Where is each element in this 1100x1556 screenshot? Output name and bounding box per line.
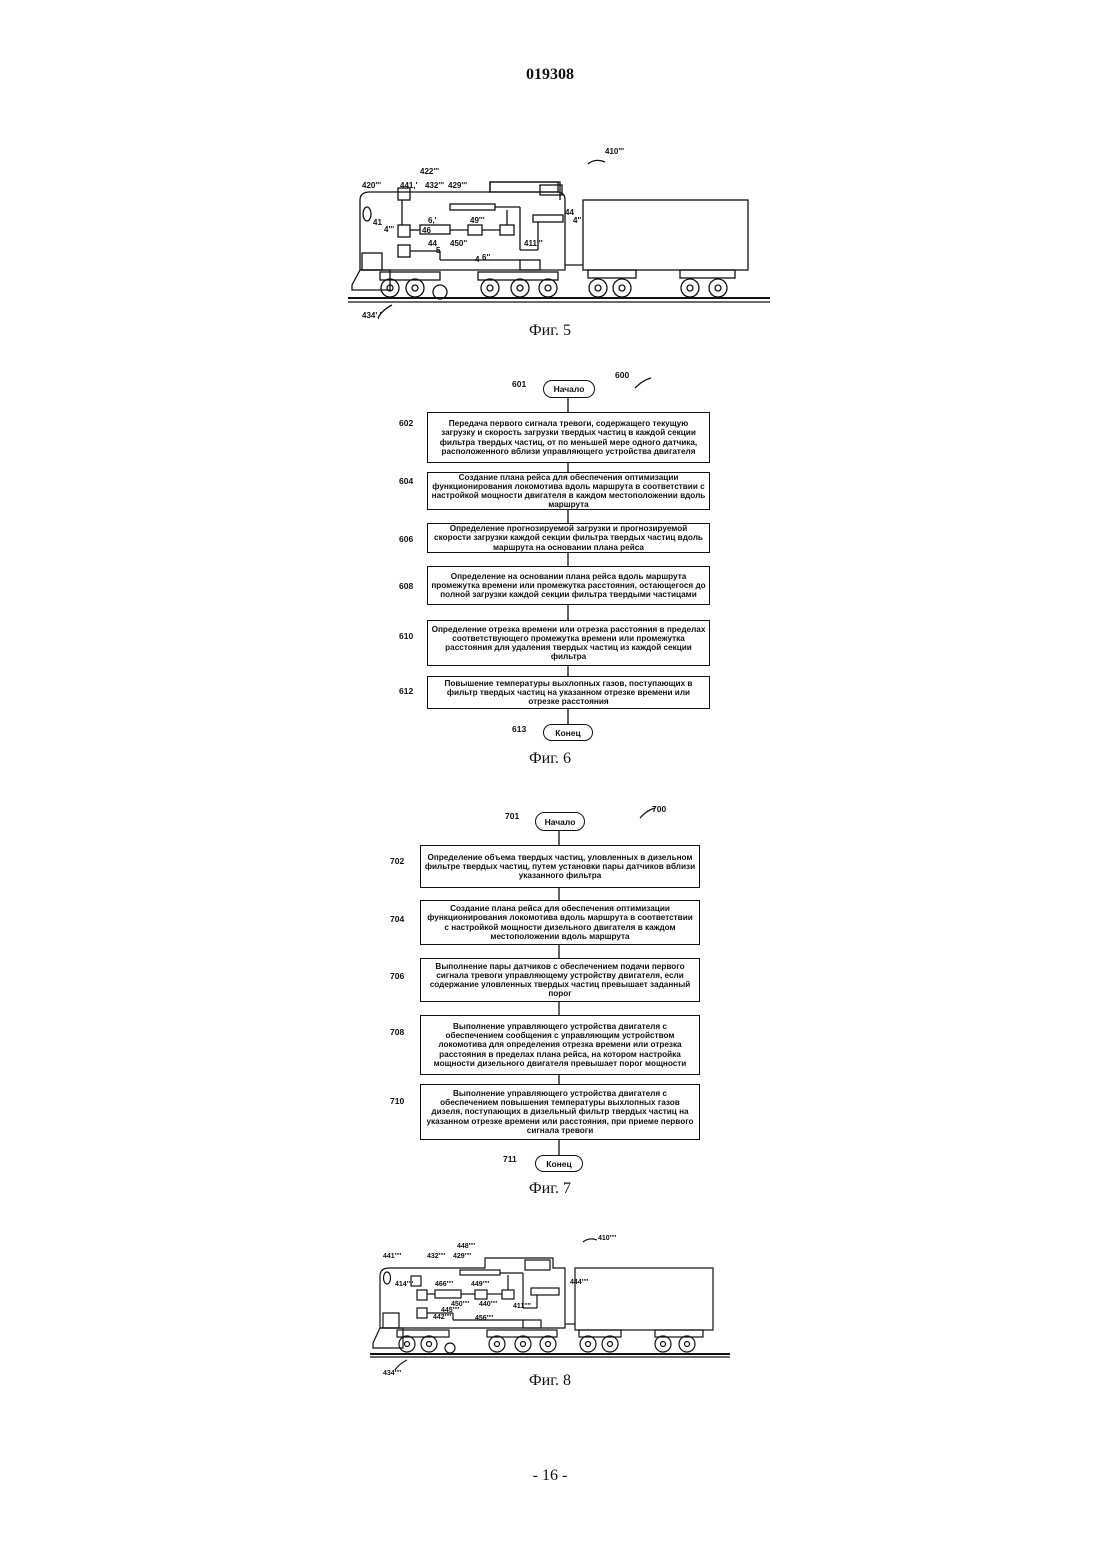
- fig7-start-ref: 701: [505, 811, 519, 821]
- figure-6-flowchart: 600 601 Начало 602 Передача первого сигн…: [385, 370, 725, 745]
- fig6-step-box: Повышение температуры выхлопных газов, п…: [427, 676, 710, 709]
- fig6-step-box: Определение на основании плана рейса вдо…: [427, 566, 710, 605]
- page-number: - 16 -: [0, 1467, 1100, 1485]
- fig5-label-5: 5: [436, 246, 441, 255]
- fig6-ref: 600: [615, 370, 629, 380]
- fig8-label-448: 448'''': [457, 1243, 476, 1250]
- fig5-label-41: 41: [373, 218, 382, 227]
- fig6-step-ref: 606: [399, 534, 413, 544]
- fig8-label-432: 432'''': [427, 1253, 446, 1260]
- fig5-label-4: 4''': [384, 225, 394, 234]
- fig6-start-ref: 601: [512, 379, 526, 389]
- fig5-label-410: 410''': [605, 147, 624, 156]
- fig5-label-4-right: 4'': [573, 216, 581, 225]
- fig5-label-422: 422''': [420, 167, 439, 176]
- fig5-label-420: 420''': [362, 181, 381, 190]
- fig5-label-4-lower: 4: [475, 255, 480, 264]
- fig7-step-ref: 708: [390, 1027, 404, 1037]
- figure-6-caption: Фиг. 6: [0, 750, 1100, 768]
- fig6-step-ref: 610: [399, 631, 413, 641]
- fig5-label-450: 450'': [450, 239, 467, 248]
- fig7-end-terminator: Конец: [535, 1155, 583, 1172]
- fig6-step-ref: 608: [399, 581, 413, 591]
- fig6-step-ref: 604: [399, 476, 413, 486]
- fig8-label-414: 414'''': [395, 1281, 414, 1288]
- figure-8-caption: Фиг. 8: [0, 1372, 1100, 1390]
- fig7-step-box: Определение объема твердых частиц, уловл…: [420, 845, 700, 888]
- fig6-step-box: Передача первого сигнала тревоги, содерж…: [427, 412, 710, 463]
- fig8-label-449: 449'''': [471, 1281, 490, 1288]
- fig5-label-432: 432''': [425, 181, 444, 190]
- fig5-label-429: 429''': [448, 181, 467, 190]
- fig7-step-box: Выполнение управляющего устройства двига…: [420, 1015, 700, 1075]
- fig7-step-ref: 710: [390, 1096, 404, 1106]
- fig5-label-49: 49''': [470, 216, 485, 225]
- figure-5-caption: Фиг. 5: [0, 322, 1100, 340]
- figure-5-locomotive-drawing: 410''' 422''' 420''' 441,' 432''' 429'''…: [340, 140, 780, 320]
- fig8-label-429: 429'''': [453, 1253, 472, 1260]
- fig6-step-box: Определение прогнозируемой загрузки и пр…: [427, 523, 710, 553]
- fig7-step-box: Создание плана рейса для обеспечения опт…: [420, 900, 700, 945]
- fig7-end-ref: 711: [503, 1154, 517, 1164]
- fig8-label-445: 445'''': [441, 1307, 460, 1314]
- figure-7-caption: Фиг. 7: [0, 1180, 1100, 1198]
- fig7-step-ref: 706: [390, 971, 404, 981]
- fig7-step-ref: 704: [390, 914, 404, 924]
- fig8-label-411: 411'''': [513, 1303, 531, 1310]
- fig5-label-6: 6,': [428, 216, 437, 225]
- fig8-label-444: 444'''': [570, 1279, 589, 1286]
- fig8-label-456: 456'''': [475, 1315, 494, 1322]
- fig5-label-6-lower: 6'': [482, 253, 490, 262]
- fig8-label-466: 466'''': [435, 1281, 454, 1288]
- fig6-step-ref: 602: [399, 418, 413, 428]
- fig7-step-box: Выполнение пары датчиков с обеспечением …: [420, 958, 700, 1002]
- fig5-label-441: 441,': [400, 181, 418, 190]
- fig6-start-terminator: Начало: [543, 380, 595, 398]
- fig7-ref: 700: [652, 804, 666, 814]
- fig6-step-box: Определение отрезка времени или отрезка …: [427, 620, 710, 666]
- figure-8-locomotive-drawing: 410'''' 448'''' 441'''' 432'''' 429'''' …: [365, 1228, 745, 1378]
- fig6-step-box: Создание плана рейса для обеспечения опт…: [427, 472, 710, 510]
- fig7-start-terminator: Начало: [535, 812, 585, 831]
- fig5-label-434: 434',': [362, 311, 381, 320]
- fig6-end-terminator: Конец: [543, 724, 593, 741]
- fig8-label-441: 441'''': [383, 1253, 402, 1260]
- fig7-step-ref: 702: [390, 856, 404, 866]
- fig6-step-ref: 612: [399, 686, 413, 696]
- fig5-label-411: 411''': [524, 239, 543, 248]
- fig5-label-46: 46: [422, 226, 431, 235]
- fig8-label-410: 410'''': [598, 1235, 617, 1242]
- document-number: 019308: [0, 66, 1100, 84]
- fig7-step-box: Выполнение управляющего устройства двига…: [420, 1084, 700, 1140]
- fig6-end-ref: 613: [512, 724, 526, 734]
- figure-7-flowchart: 700 701 Начало 702 Определение объема тв…: [385, 800, 725, 1175]
- fig8-label-440: 440'''': [479, 1301, 498, 1308]
- fig8-label-442: 442'''': [433, 1314, 452, 1321]
